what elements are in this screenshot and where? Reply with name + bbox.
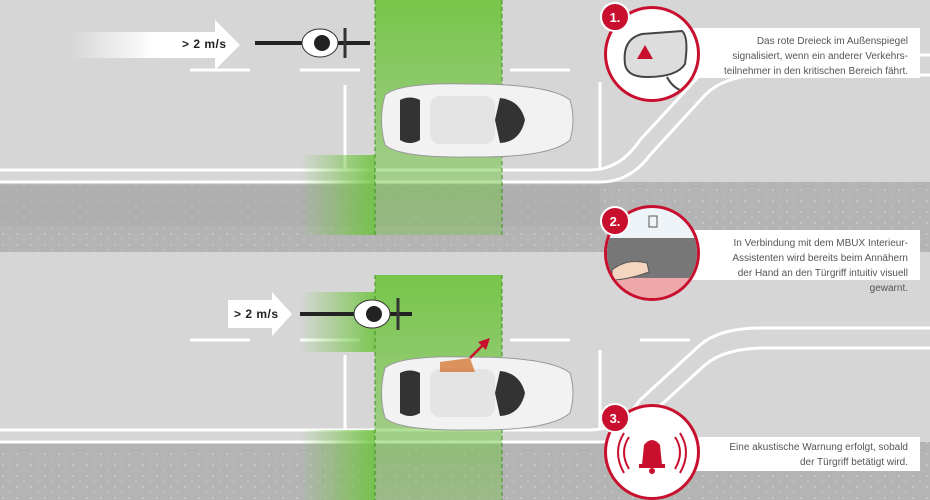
car-top (381, 83, 574, 158)
speed-label-bottom: > 2 m/s (234, 307, 279, 321)
speed-label-top: > 2 m/s (182, 37, 227, 51)
speed-arrow-bottom (228, 292, 292, 336)
speed-arrow-top (70, 20, 240, 70)
step-2-badge: 2. (600, 206, 630, 236)
step-3-badge: 3. (600, 403, 630, 433)
step-1-badge: 1. (600, 2, 630, 32)
door-handle-hand-icon (604, 205, 700, 301)
cyclist-top (255, 28, 370, 58)
step-1-text: Das rote Dreieck im Außenspiegel signali… (680, 28, 920, 78)
step-2-text: In Verbindung mit dem MBUX Interieur-Ass… (680, 230, 920, 294)
step-3-text: Eine akustische Warnung erfolgt, sobald … (680, 437, 920, 471)
car-bottom (381, 338, 574, 431)
cyclist-bottom (300, 298, 412, 330)
